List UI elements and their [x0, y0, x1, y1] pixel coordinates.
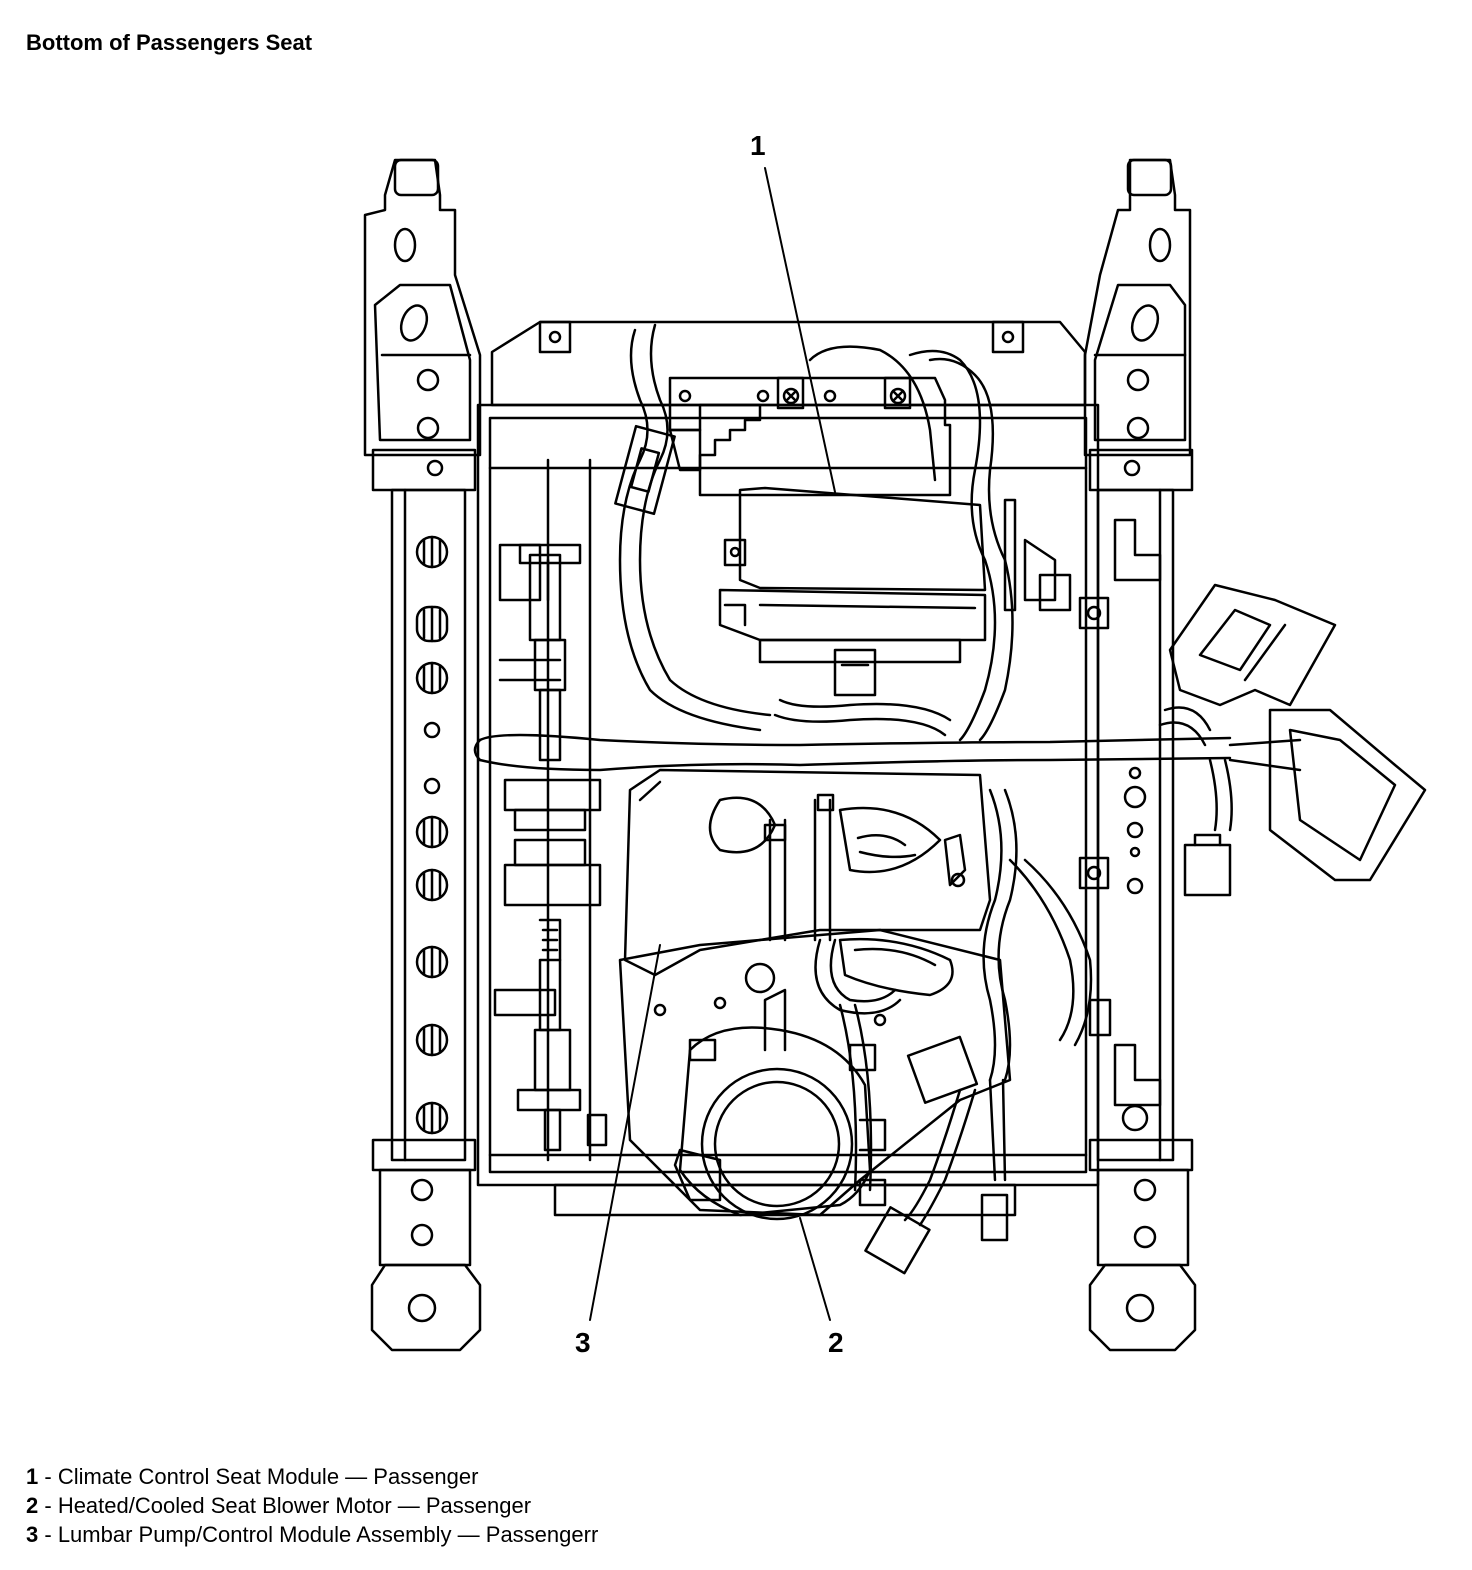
harness-connectors — [586, 424, 1427, 1275]
left-seat-rail — [363, 158, 482, 1352]
legend-separator: - — [38, 1464, 58, 1489]
callout-2: 2 — [828, 1327, 844, 1358]
diagram-title: Bottom of Passengers Seat — [26, 30, 313, 55]
callout-3: 3 — [575, 1327, 591, 1358]
legend-separator: - — [38, 1493, 58, 1518]
seat-frame — [476, 320, 1100, 1217]
right-seat-rail — [1078, 158, 1197, 1352]
legend: 1 - Climate Control Seat Module — Passen… — [26, 1462, 598, 1549]
legend-item: 3 - Lumbar Pump/Control Module Assembly … — [26, 1520, 598, 1549]
leader-lines — [589, 167, 836, 1321]
left-rail-slots — [415, 535, 449, 1135]
legend-item: 2 - Heated/Cooled Seat Blower Motor — Pa… — [26, 1491, 598, 1520]
legend-text: Climate Control Seat Module — Passenger — [57, 1464, 479, 1489]
legend-separator: - — [38, 1522, 58, 1547]
legend-number: 2 — [26, 1493, 39, 1518]
callout-labels: 1 2 3 — [575, 130, 844, 1358]
legend-item: 1 - Climate Control Seat Module — Passen… — [26, 1462, 598, 1491]
climate-control-seat-module — [668, 376, 987, 697]
blower-motor — [673, 988, 887, 1221]
lumbar-pump-module — [618, 768, 1012, 1217]
legend-text: Heated/Cooled Seat Blower Motor — Passen… — [57, 1493, 532, 1518]
legend-text: Lumbar Pump/Control Module Assembly — Pa… — [57, 1522, 599, 1547]
legend-number: 1 — [26, 1464, 39, 1489]
callout-1: 1 — [750, 130, 766, 161]
wiring-harness — [473, 323, 1302, 1227]
legend-number: 3 — [26, 1522, 39, 1547]
